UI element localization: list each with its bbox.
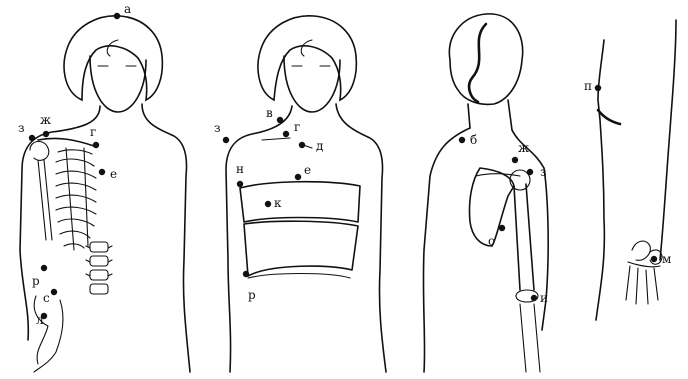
point-i-marker xyxy=(531,295,537,301)
sleeve-edge xyxy=(598,110,620,124)
face-outline xyxy=(90,56,146,112)
point-a-marker xyxy=(114,13,120,19)
pelvis xyxy=(34,296,63,372)
chest-band xyxy=(240,182,360,222)
point-e-label: е xyxy=(110,167,117,181)
humerus xyxy=(38,160,52,240)
point-zh-marker xyxy=(43,131,49,137)
point-p-marker xyxy=(595,85,601,91)
body-outline-right xyxy=(142,104,190,372)
point-zh-label: ж xyxy=(518,141,529,155)
humeral-head xyxy=(30,141,49,160)
point-r-label: р xyxy=(32,274,40,288)
point-g-marker xyxy=(93,142,99,148)
point-g-label: г xyxy=(90,125,96,139)
humerus xyxy=(514,184,534,290)
rib-cage xyxy=(56,148,96,250)
point-m-label: м xyxy=(662,252,671,266)
point-g-label: г xyxy=(294,120,300,134)
point-b-marker xyxy=(459,137,465,143)
point-r-marker xyxy=(243,271,249,277)
point-z-marker xyxy=(29,135,35,141)
wrist-bones xyxy=(626,241,662,304)
figure-front-skeleton: а з ж г е р с л xyxy=(18,2,190,372)
lumbar-spine xyxy=(86,242,112,294)
forearm-bones xyxy=(520,304,540,372)
scapula-spine xyxy=(476,174,520,176)
point-g-marker xyxy=(283,131,289,137)
arm-outline-front xyxy=(660,20,676,260)
point-l-label: л xyxy=(36,313,44,327)
arm-outline-back xyxy=(596,40,604,320)
point-o-marker xyxy=(499,225,505,231)
point-r-marker xyxy=(41,265,47,271)
body-outline-right xyxy=(336,104,386,372)
hair-outline xyxy=(258,16,356,100)
point-d-marker xyxy=(299,142,305,148)
point-z-label: з xyxy=(214,121,221,135)
body-outline-left xyxy=(226,106,292,372)
point-v-marker xyxy=(277,117,283,123)
point-e-marker xyxy=(295,174,301,180)
point-a-label: а xyxy=(124,2,131,16)
point-o-label: о xyxy=(488,234,495,248)
face-outline xyxy=(284,56,340,112)
point-p-label: п xyxy=(584,79,592,93)
point-i-label: и xyxy=(540,291,548,305)
figure-side-arm: п м xyxy=(584,20,676,320)
waist-band xyxy=(244,221,358,276)
point-e-label: е xyxy=(304,163,311,177)
hair-back xyxy=(449,14,522,105)
point-zh-label: ж xyxy=(40,113,51,127)
point-k-marker xyxy=(265,201,271,207)
figure-front-torso: з в г д е н к р xyxy=(214,16,386,372)
point-d-label: д xyxy=(316,139,323,153)
point-v-label: в xyxy=(266,106,273,120)
clavicle-line xyxy=(262,138,290,140)
point-z-label: з xyxy=(540,165,547,179)
point-e-marker xyxy=(99,169,105,175)
point-b-label: б xyxy=(470,133,477,147)
point-m-marker xyxy=(651,256,657,262)
point-z-marker xyxy=(527,169,533,175)
point-s-label: с xyxy=(43,291,50,305)
point-zh-marker xyxy=(512,157,518,163)
figure-back-view: б ж з о и xyxy=(423,14,548,372)
body-outline-left xyxy=(423,128,470,372)
lower-band-line xyxy=(248,274,350,279)
point-z-marker xyxy=(223,137,229,143)
hair-outline xyxy=(64,16,162,100)
point-k-label: к xyxy=(274,196,282,210)
point-n-marker xyxy=(237,181,243,187)
point-z-label: з xyxy=(18,121,25,135)
point-n-label: н xyxy=(236,162,244,176)
point-r-label: р xyxy=(248,288,256,302)
point-s-marker xyxy=(51,289,57,295)
